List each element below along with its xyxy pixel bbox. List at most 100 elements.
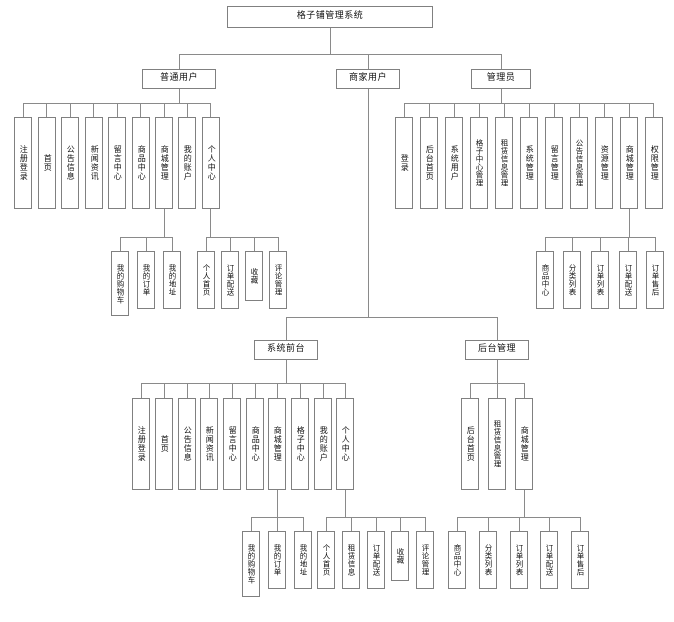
node-fe-grid-center: 格子中心: [291, 398, 309, 490]
connector: [140, 103, 141, 117]
connector: [254, 237, 255, 251]
node-admin-order-aftersales: 订单售后: [646, 251, 664, 309]
actor-node-regular-user: 普通用户: [142, 69, 216, 89]
node-ru-comment-management: 评论管理: [269, 251, 287, 309]
connector: [524, 490, 525, 517]
connector: [210, 209, 211, 237]
node-admin-product-center: 商品中心: [536, 251, 554, 309]
connector: [504, 103, 505, 117]
node-ru-product-center: 商品中心: [132, 117, 150, 209]
connector: [524, 383, 525, 398]
node-fe-comment-management: 评论管理: [416, 531, 434, 589]
connector: [187, 383, 188, 398]
connector: [345, 490, 346, 517]
connector: [629, 209, 630, 237]
connector: [232, 383, 233, 398]
node-admin-category-list: 分类列表: [563, 251, 581, 309]
node-ru-my-account: 我的账户: [178, 117, 196, 209]
connector: [429, 103, 430, 117]
node-fe-personal-home: 个人首页: [317, 531, 335, 589]
node-fe-mall-management: 商城管理: [268, 398, 286, 490]
node-fe-my-address: 我的地址: [294, 531, 312, 589]
connector: [286, 317, 497, 318]
node-ru-personal-center: 个人中心: [202, 117, 220, 209]
connector: [23, 103, 210, 104]
connector: [277, 517, 278, 531]
connector: [300, 383, 301, 398]
connector: [278, 237, 279, 251]
node-be-order-delivery: 订单配送: [540, 531, 558, 589]
node-fe-my-account: 我的账户: [314, 398, 332, 490]
connector: [545, 237, 546, 251]
connector: [286, 360, 287, 383]
node-be-backend-home: 后台首页: [461, 398, 479, 490]
connector: [529, 103, 530, 117]
connector: [497, 383, 498, 398]
connector: [330, 28, 331, 54]
node-be-category-list: 分类列表: [479, 531, 497, 589]
actor-node-merchant-user: 商家用户: [336, 69, 400, 89]
node-ru-message-center: 留言中心: [108, 117, 126, 209]
connector: [454, 103, 455, 117]
node-admin-rental-info-management: 租赁信息管理: [495, 117, 513, 209]
connector: [164, 383, 165, 398]
connector: [368, 89, 369, 317]
node-merchant-backend: 后台管理: [465, 340, 529, 360]
connector: [501, 89, 502, 103]
node-admin-system-management: 系统管理: [520, 117, 538, 209]
node-admin-mall-management: 商城管理: [620, 117, 638, 209]
connector: [141, 383, 142, 398]
node-fe-news: 新闻资讯: [200, 398, 218, 490]
node-fe-announcement: 公告信息: [178, 398, 196, 490]
connector: [164, 103, 165, 117]
connector: [70, 103, 71, 117]
connector: [46, 103, 47, 117]
node-admin-order-list: 订单列表: [591, 251, 609, 309]
node-be-order-list: 订单列表: [510, 531, 528, 589]
connector: [206, 237, 207, 251]
connector: [117, 103, 118, 117]
node-fe-personal-center: 个人中心: [336, 398, 354, 490]
connector: [187, 103, 188, 117]
connector: [404, 103, 405, 117]
connector: [326, 517, 327, 531]
connector: [425, 517, 426, 531]
node-be-order-aftersales: 订单售后: [571, 531, 589, 589]
node-admin-permission-management: 权限管理: [645, 117, 663, 209]
connector: [470, 383, 471, 398]
connector: [572, 237, 573, 251]
connector: [497, 360, 498, 383]
node-admin-announcement-management: 公告信息管理: [570, 117, 588, 209]
node-admin-message-management: 留言管理: [545, 117, 563, 209]
connector: [230, 237, 231, 251]
node-ru-personal-home: 个人首页: [197, 251, 215, 309]
connector: [303, 517, 304, 531]
connector: [457, 517, 580, 518]
node-ru-order-delivery: 订单配送: [221, 251, 239, 309]
node-merchant-frontend: 系统前台: [254, 340, 318, 360]
node-admin-login: 登录: [395, 117, 413, 209]
connector: [323, 383, 324, 398]
connector: [120, 237, 121, 251]
node-ru-announcement: 公告信息: [61, 117, 79, 209]
connector: [146, 237, 147, 251]
connector: [179, 54, 180, 69]
connector: [93, 103, 94, 117]
node-fe-order-delivery: 订单配送: [367, 531, 385, 589]
connector: [655, 237, 656, 251]
node-be-product-center: 商品中心: [448, 531, 466, 589]
connector: [351, 517, 352, 531]
connector: [286, 317, 287, 340]
connector: [519, 517, 520, 531]
connector: [179, 89, 180, 103]
connector: [141, 383, 345, 384]
node-ru-my-address: 我的地址: [163, 251, 181, 309]
node-fe-home: 首页: [155, 398, 173, 490]
connector: [404, 103, 653, 104]
connector: [326, 517, 425, 518]
node-ru-mall-management: 商城管理: [155, 117, 173, 209]
connector: [554, 103, 555, 117]
node-fe-register-login: 注册登录: [132, 398, 150, 490]
node-admin-system-user: 系统用户: [445, 117, 463, 209]
node-fe-my-cart: 我的购物车: [242, 531, 260, 597]
